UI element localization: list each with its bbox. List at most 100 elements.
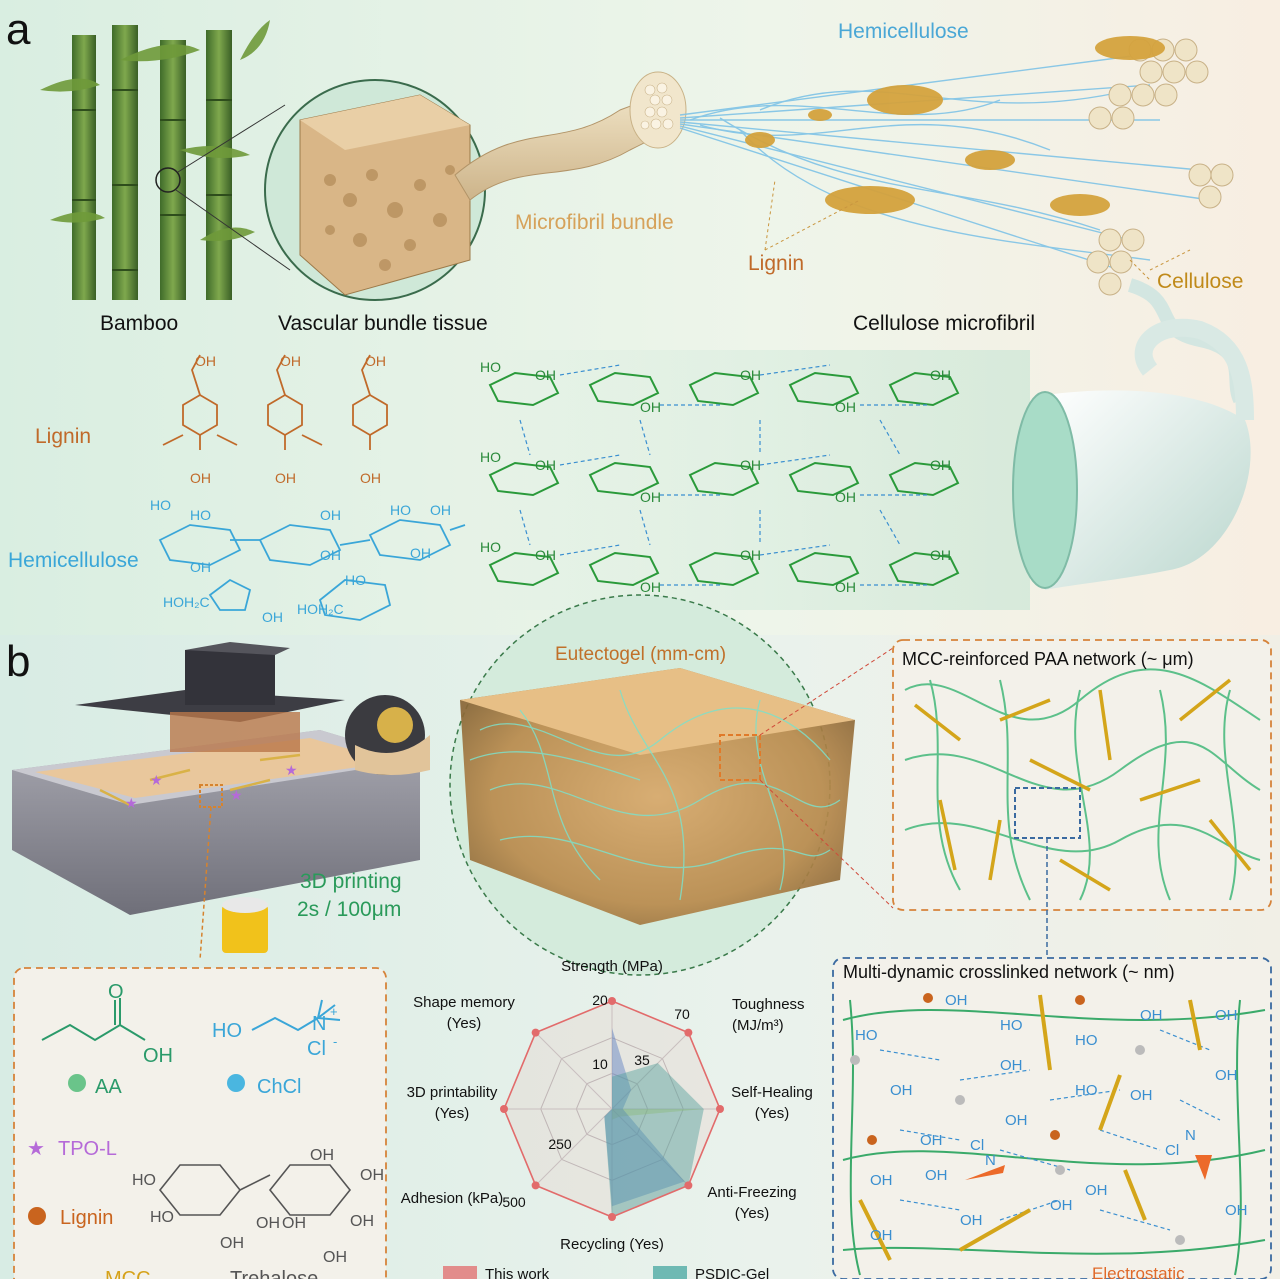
cellulose-oh-3: OH — [740, 367, 761, 383]
label-multi-network: Multi-dynamic crosslinked network (~ nm) — [843, 962, 1175, 982]
label-electrostatic: Electrostatic — [1092, 1264, 1185, 1279]
net-group-14: Cl — [970, 1137, 984, 1154]
cellulose-oh-12: OH — [640, 579, 661, 595]
sugar-group-6: OH — [350, 1213, 374, 1230]
chcl-cl: Cl — [307, 1038, 326, 1060]
cellulose-oh-1: OH — [535, 367, 556, 383]
net-group-2: OH — [945, 992, 968, 1009]
svg-text:★: ★ — [230, 787, 243, 803]
radar-axis-label-7-2: (Yes) — [435, 1105, 469, 1122]
label-lignin-chem: Lignin — [35, 425, 91, 448]
aa-o: O — [108, 981, 124, 1003]
tpo-label: TPO-L — [58, 1138, 117, 1160]
radar-chart: Strength (MPa)Toughness(MJ/m³)Self-Heali… — [401, 958, 813, 1279]
label-hemicellulose-chem: Hemicellulose — [8, 549, 139, 572]
radar-axis-label-2-2: (MJ/m³) — [732, 1017, 784, 1034]
label-lignin-top: Lignin — [748, 252, 804, 275]
lignin-oh-3: OH — [280, 353, 301, 369]
hemi-group-6: OH — [190, 559, 211, 575]
radar-point-this-work-5 — [608, 1213, 616, 1221]
radar-tick-5-0: 500 — [502, 1194, 526, 1210]
radar-axis-label-6-1: Adhesion (kPa) — [401, 1190, 504, 1207]
3d-printer-illustration: ★★★★ — [12, 642, 430, 961]
trehalose-label: Trehalose — [230, 1268, 318, 1279]
net-group-7: HO — [1000, 1017, 1023, 1034]
cellulose-oh-4: OH — [835, 399, 856, 415]
label-bamboo: Bamboo — [100, 312, 178, 335]
label-printing-line1: 3D printing — [300, 870, 402, 893]
lignin-monomer-structures — [162, 354, 388, 450]
cellulose-oh-15: OH — [930, 547, 951, 563]
cellulose-oh-5: OH — [930, 367, 951, 383]
cellulose-microfibril-illustration — [679, 36, 1247, 404]
sugar-group-9: OH — [282, 1215, 306, 1232]
net-group-24: OH — [1225, 1202, 1248, 1219]
radar-series-2 — [604, 1063, 704, 1217]
cellulose-chains-structure: OH OH OH OH OH HO OH OH OH OH OH HO OH O… — [470, 350, 1030, 610]
cellulose-oh-10: OH — [930, 457, 951, 473]
radar-axis-label-8-2: (Yes) — [447, 1015, 481, 1032]
label-hemicellulose-top: Hemicellulose — [838, 20, 969, 43]
hemi-group-9: HOH₂C — [163, 594, 210, 610]
radar-spoke-6 — [535, 1108, 613, 1186]
lignin-oh-1: OH — [195, 353, 216, 369]
radar-spoke-2 — [611, 1032, 689, 1110]
radar-axis-label-1-1: Strength (MPa) — [561, 958, 663, 975]
hemi-group-2: HO — [190, 507, 211, 523]
cellulose-oh-13: OH — [740, 547, 761, 563]
label-mcc-network: MCC-reinforced PAA network (~ μm) — [902, 649, 1194, 669]
label-cellulose-microfibril: Cellulose microfibril — [853, 312, 1035, 335]
radar-axis-label-7-1: 3D printability — [407, 1084, 498, 1101]
lignin-component-label: Lignin — [60, 1207, 113, 1229]
sugar-group-5: OH — [256, 1215, 280, 1232]
radar-point-this-work-4 — [684, 1181, 693, 1190]
mcc-network-illustration — [892, 639, 1272, 958]
radar-point-this-work-3 — [716, 1105, 724, 1113]
hemi-group-5: OH — [430, 502, 451, 518]
cellulose-oh-9: OH — [835, 489, 856, 505]
radar-axis-label-2-1: Toughness — [732, 996, 805, 1013]
label-vascular-bundle: Vascular bundle tissue — [278, 312, 488, 335]
label-printing-line2: 2s / 100μm — [297, 898, 401, 921]
cellulose-ho-3: HO — [480, 539, 501, 555]
net-group-4: OH — [1140, 1007, 1163, 1024]
panel-b-letter: b — [6, 637, 30, 686]
aa-label: AA — [95, 1076, 122, 1098]
radar-point-this-work-7 — [500, 1105, 508, 1113]
radar-tick-0-1: 10 — [592, 1056, 608, 1072]
hemi-group-11: HOH₂C — [297, 601, 344, 617]
chcl-plus: + — [330, 1004, 338, 1019]
radar-legend-swatch-2 — [653, 1266, 687, 1279]
hemi-group-1: HO — [150, 497, 171, 513]
net-group-11: OH — [1130, 1087, 1153, 1104]
radar-series-3 — [604, 1028, 685, 1207]
radar-point-this-work-8 — [531, 1028, 540, 1037]
hemi-group-10: OH — [262, 609, 283, 625]
net-group-6: OH — [890, 1082, 913, 1099]
net-group-10: OH — [1005, 1112, 1028, 1129]
cellulose-oh-2: OH — [640, 399, 661, 415]
eutectogel-illustration — [449, 594, 894, 976]
cellulose-oh-6: OH — [535, 457, 556, 473]
radar-tick-1-0: 70 — [674, 1006, 690, 1022]
vascular-tissue-illustration — [264, 79, 486, 301]
net-group-18: OH — [960, 1212, 983, 1229]
radar-axis-label-4-1: Anti-Freezing — [707, 1184, 796, 1201]
net-group-3: HO — [1075, 1032, 1098, 1049]
net-group-17: OH — [925, 1167, 948, 1184]
chcl-label: ChCl — [257, 1076, 301, 1098]
net-group-16: OH — [870, 1172, 893, 1189]
mcc-label: MCC — [105, 1268, 151, 1279]
net-group-8: OH — [1000, 1057, 1023, 1074]
hemi-group-7: HO — [390, 502, 411, 518]
hemi-group-3: OH — [320, 507, 341, 523]
hemicellulose-structure — [158, 519, 466, 621]
radar-spoke-8 — [535, 1032, 613, 1110]
hemi-group-8: HO — [345, 572, 366, 588]
lignin-oh-5: OH — [365, 353, 386, 369]
chcl-ho: HO — [212, 1020, 242, 1042]
radar-tick-5-1: 250 — [548, 1136, 572, 1152]
label-cellulose: Cellulose — [1157, 270, 1243, 293]
aa-oh: OH — [143, 1045, 173, 1067]
